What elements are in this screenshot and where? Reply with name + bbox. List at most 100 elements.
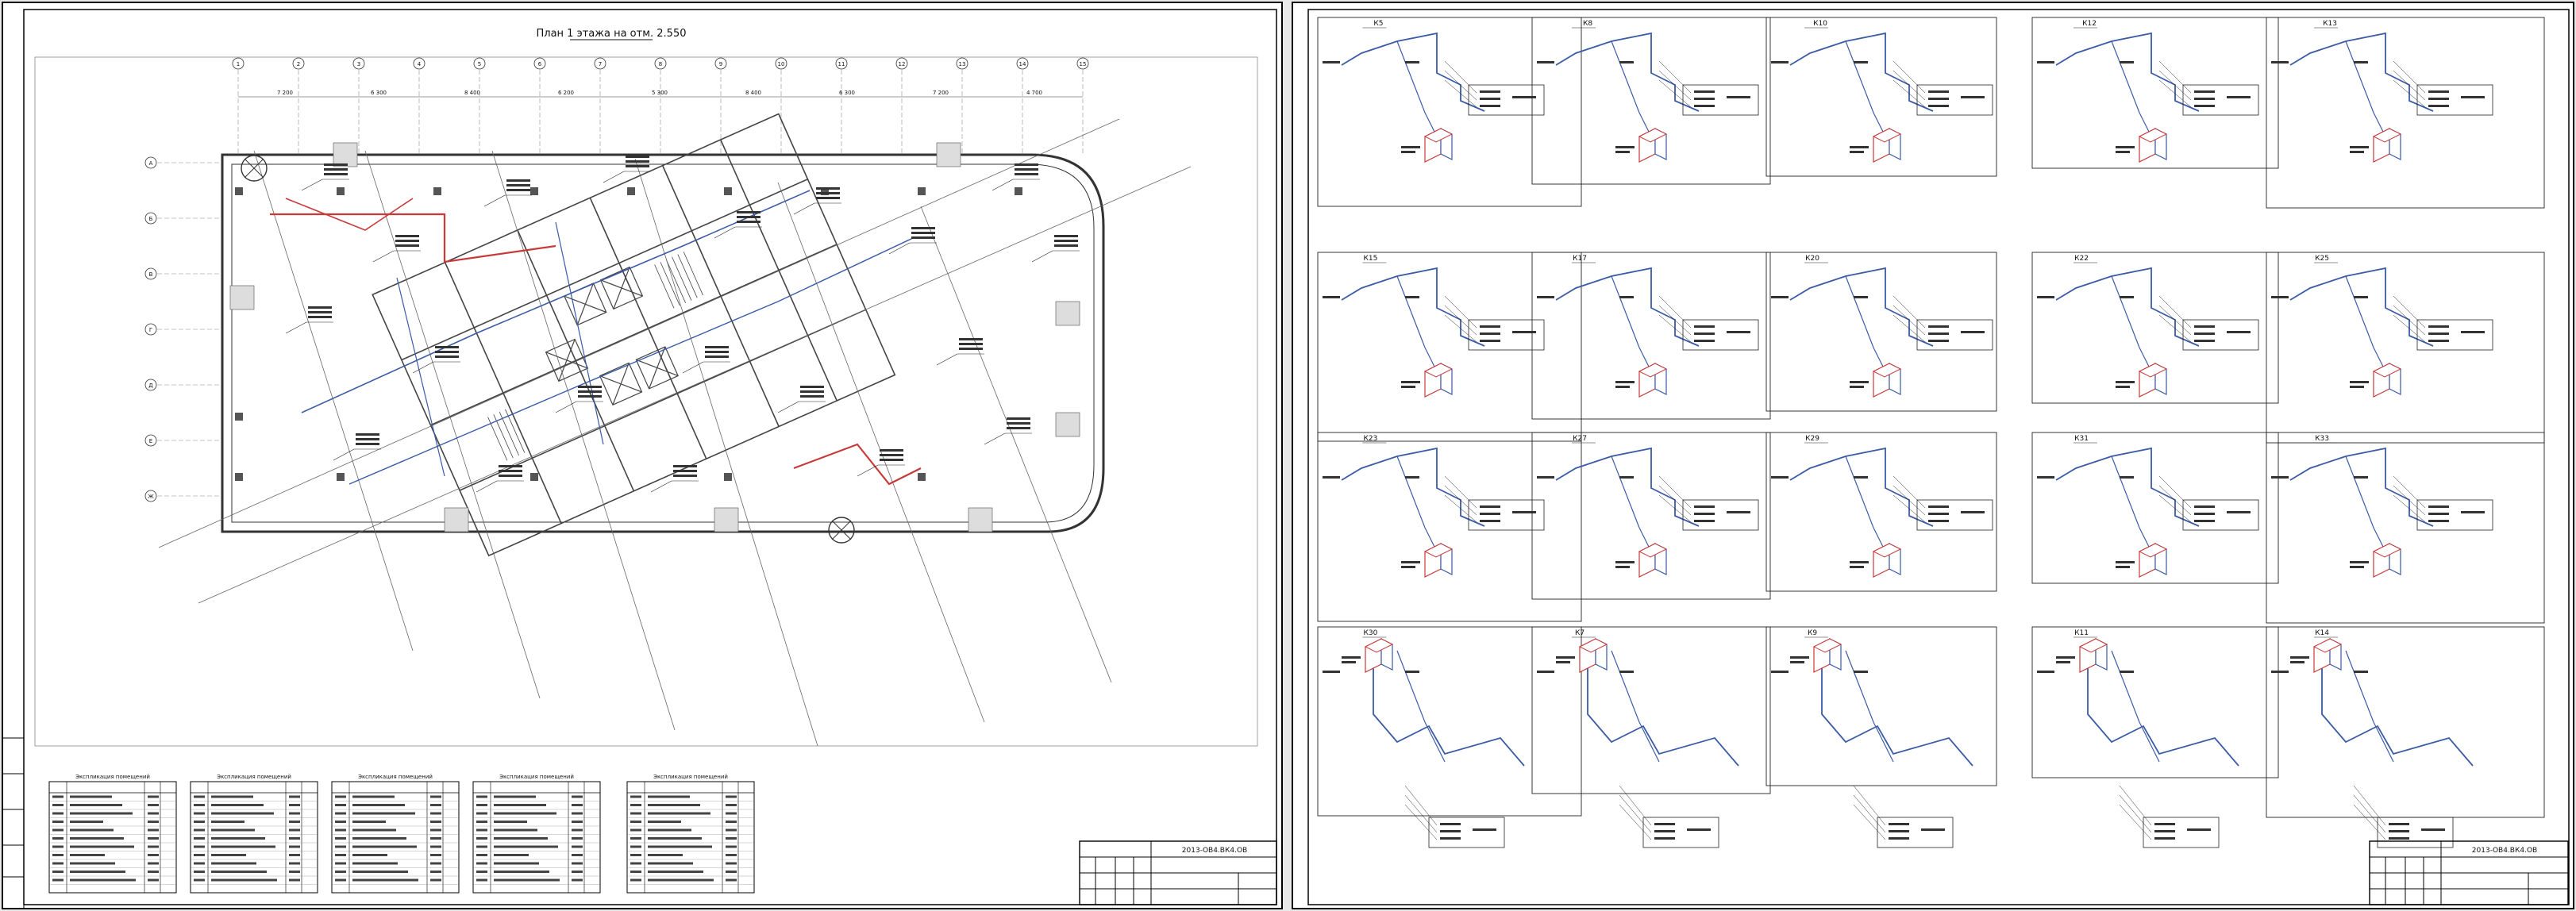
grid-bubble-label: 7 bbox=[599, 61, 602, 67]
grid-bubble bbox=[956, 57, 968, 70]
riser-scheme: К27 bbox=[1531, 432, 1771, 600]
scheme-label: К30 bbox=[1363, 629, 1377, 637]
dimension-label: 8 400 bbox=[745, 90, 761, 96]
duct-line bbox=[2055, 447, 2200, 527]
grid-bubble bbox=[292, 57, 305, 70]
grid-bubble-label: 9 bbox=[719, 61, 722, 67]
tag-box bbox=[1877, 817, 1954, 848]
scheme-label: К7 bbox=[1575, 629, 1584, 637]
dimension-label: 6 300 bbox=[839, 90, 855, 96]
riser-scheme: К20 bbox=[1765, 252, 1997, 412]
tag-box bbox=[2182, 319, 2259, 351]
scheme-label: К8 bbox=[1583, 20, 1592, 28]
scheme-label: К27 bbox=[1573, 435, 1587, 443]
scheme-label: К20 bbox=[1805, 255, 1819, 263]
scheme-label: К15 bbox=[1363, 255, 1377, 263]
building-plan bbox=[158, 113, 1192, 747]
plan-title: План 1 этажа на отм. 2.550 bbox=[537, 28, 687, 40]
scheme-frame bbox=[2031, 432, 2279, 584]
duct-line bbox=[2055, 267, 2200, 347]
scheme-frame bbox=[1765, 432, 1997, 592]
scheme-frame bbox=[1765, 17, 1997, 177]
fan-unit bbox=[1872, 543, 1902, 578]
fan-unit bbox=[2372, 543, 2402, 578]
riser-scheme: К15 bbox=[1317, 252, 1582, 442]
tag-box bbox=[1916, 319, 1993, 351]
grid-bubble-label: 12 bbox=[899, 61, 906, 67]
riser-scheme: К14 bbox=[2266, 626, 2545, 848]
table-title: Экспликация помещений bbox=[217, 774, 291, 780]
grid-bubble-label: 14 bbox=[1019, 61, 1026, 67]
scheme-label: К11 bbox=[2074, 629, 2089, 637]
scheme-frame bbox=[1317, 626, 1582, 817]
scheme-label: К5 bbox=[1373, 20, 1383, 28]
tag-box bbox=[2416, 499, 2493, 531]
explication-table bbox=[48, 781, 177, 894]
fan-unit bbox=[1638, 543, 1668, 578]
fan-unit bbox=[2078, 638, 2108, 673]
scheme-frame bbox=[1317, 252, 1582, 442]
tag-box bbox=[1468, 84, 1545, 116]
grid-bubble-label: 1 bbox=[237, 61, 240, 67]
tag-box bbox=[2143, 817, 2220, 848]
dimension-label: 4 700 bbox=[1026, 90, 1042, 96]
scheme-frame bbox=[1317, 17, 1582, 207]
explication-table bbox=[331, 781, 460, 894]
duct-line bbox=[1789, 267, 1934, 347]
grid-bubble-label: 2 bbox=[297, 61, 300, 67]
scheme-frame bbox=[2266, 432, 2545, 624]
riser-scheme: К5 bbox=[1317, 17, 1582, 207]
scheme-label: К9 bbox=[1808, 629, 1817, 637]
riser-scheme: К7 bbox=[1531, 626, 1771, 848]
grid-bubble bbox=[144, 379, 157, 391]
riser-scheme: К23 bbox=[1317, 432, 1582, 622]
scheme-label: К22 bbox=[2074, 255, 2089, 263]
scheme-frame bbox=[1531, 432, 1771, 600]
fan-unit bbox=[1423, 543, 1454, 578]
dimension-label: 7 200 bbox=[933, 90, 949, 96]
scheme-label: К10 bbox=[1813, 20, 1827, 28]
riser-scheme: К22 bbox=[2031, 252, 2279, 404]
grid-bubble-label: 8 bbox=[659, 61, 662, 67]
fan-unit bbox=[1638, 363, 1668, 398]
riser-scheme: К11 bbox=[2031, 626, 2279, 848]
grid-bubble bbox=[144, 490, 157, 502]
table-title: Экспликация помещений bbox=[499, 774, 574, 780]
scheme-label: К25 bbox=[2315, 255, 2329, 263]
fan-unit bbox=[1364, 638, 1394, 673]
grid-bubble bbox=[144, 323, 157, 336]
riser-scheme: К33 bbox=[2266, 432, 2545, 624]
title-block-left: 2013-ОВ4.ВК4.ОВ bbox=[1079, 840, 1277, 905]
grid-bubble-label: 5 bbox=[478, 61, 481, 67]
explication-table bbox=[472, 781, 601, 894]
duct-line bbox=[1789, 32, 1934, 112]
grid-bubble-label: 13 bbox=[959, 61, 966, 67]
fan-unit bbox=[1638, 128, 1668, 163]
scheme-frame bbox=[1531, 17, 1771, 185]
explication-table bbox=[626, 781, 755, 894]
grid-bubble bbox=[473, 57, 486, 70]
tag-box bbox=[1916, 84, 1993, 116]
grid-bubble-label: 6 bbox=[538, 61, 542, 67]
grid-bubble bbox=[895, 57, 908, 70]
tag-box bbox=[2416, 319, 2493, 351]
fan-unit bbox=[2372, 363, 2402, 398]
grid-bubble bbox=[835, 57, 848, 70]
tag-box bbox=[2416, 84, 2493, 116]
scheme-frame bbox=[2031, 626, 2279, 778]
tag-box bbox=[1428, 817, 1505, 848]
grid-bubble bbox=[144, 434, 157, 447]
duct-line bbox=[1789, 447, 1934, 527]
scheme-label: К33 bbox=[2315, 435, 2329, 443]
table-title: Экспликация помещений bbox=[653, 774, 728, 780]
grid-bubble-label: Д bbox=[148, 382, 153, 389]
riser-scheme: К17 bbox=[1531, 252, 1771, 420]
table-title: Экспликация помещений bbox=[75, 774, 150, 780]
scheme-frame bbox=[2266, 252, 2545, 444]
riser-scheme: К30 bbox=[1317, 626, 1582, 848]
